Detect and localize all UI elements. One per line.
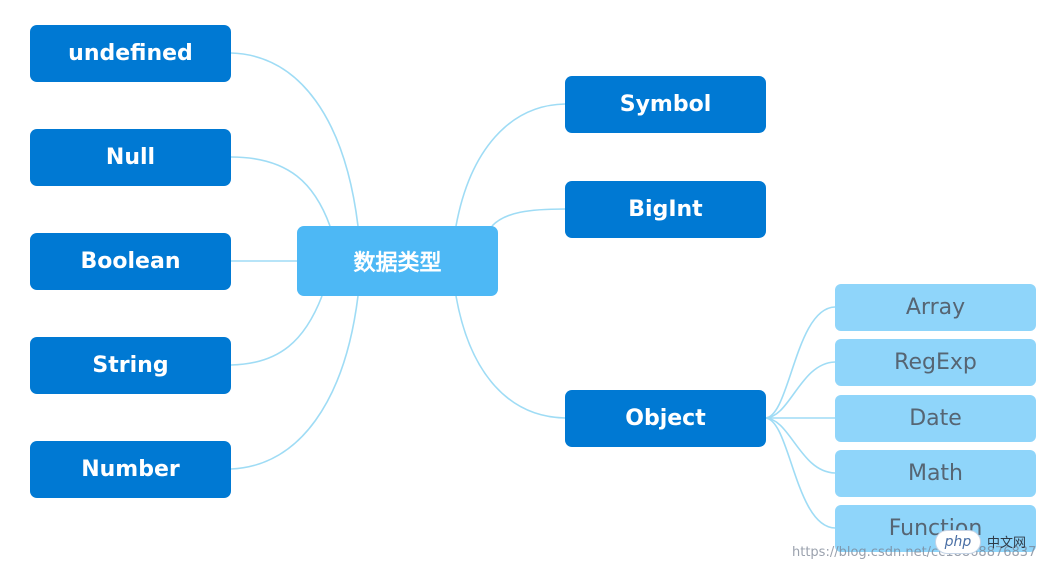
connector-bigint xyxy=(491,208,566,227)
connector-null xyxy=(230,156,331,227)
node-boolean: Boolean xyxy=(30,233,231,290)
node-string: String xyxy=(30,337,231,394)
connector-undefined xyxy=(230,52,359,227)
connector-math xyxy=(764,417,836,474)
node-math: Math xyxy=(835,450,1036,497)
node-null: Null xyxy=(30,129,231,186)
node-regexp: RegExp xyxy=(835,339,1036,386)
node-array: Array xyxy=(835,284,1036,331)
node-symbol: Symbol xyxy=(565,76,766,133)
connector-regexp xyxy=(764,361,836,419)
node-number: Number xyxy=(30,441,231,498)
connector-function xyxy=(764,417,836,529)
connector-symbol xyxy=(455,103,566,227)
node-object: Object xyxy=(565,390,766,447)
connector-number xyxy=(230,295,359,470)
node-date: Date xyxy=(835,395,1036,442)
node-bigint: BigInt xyxy=(565,181,766,238)
connector-array xyxy=(764,306,836,419)
php-logo: php xyxy=(935,530,981,554)
node-root: 数据类型 xyxy=(297,226,498,296)
node-undefined: undefined xyxy=(30,25,231,82)
connector-string xyxy=(230,295,323,366)
watermark-lang: 中文网 xyxy=(987,536,1027,551)
connector-object xyxy=(455,295,566,419)
